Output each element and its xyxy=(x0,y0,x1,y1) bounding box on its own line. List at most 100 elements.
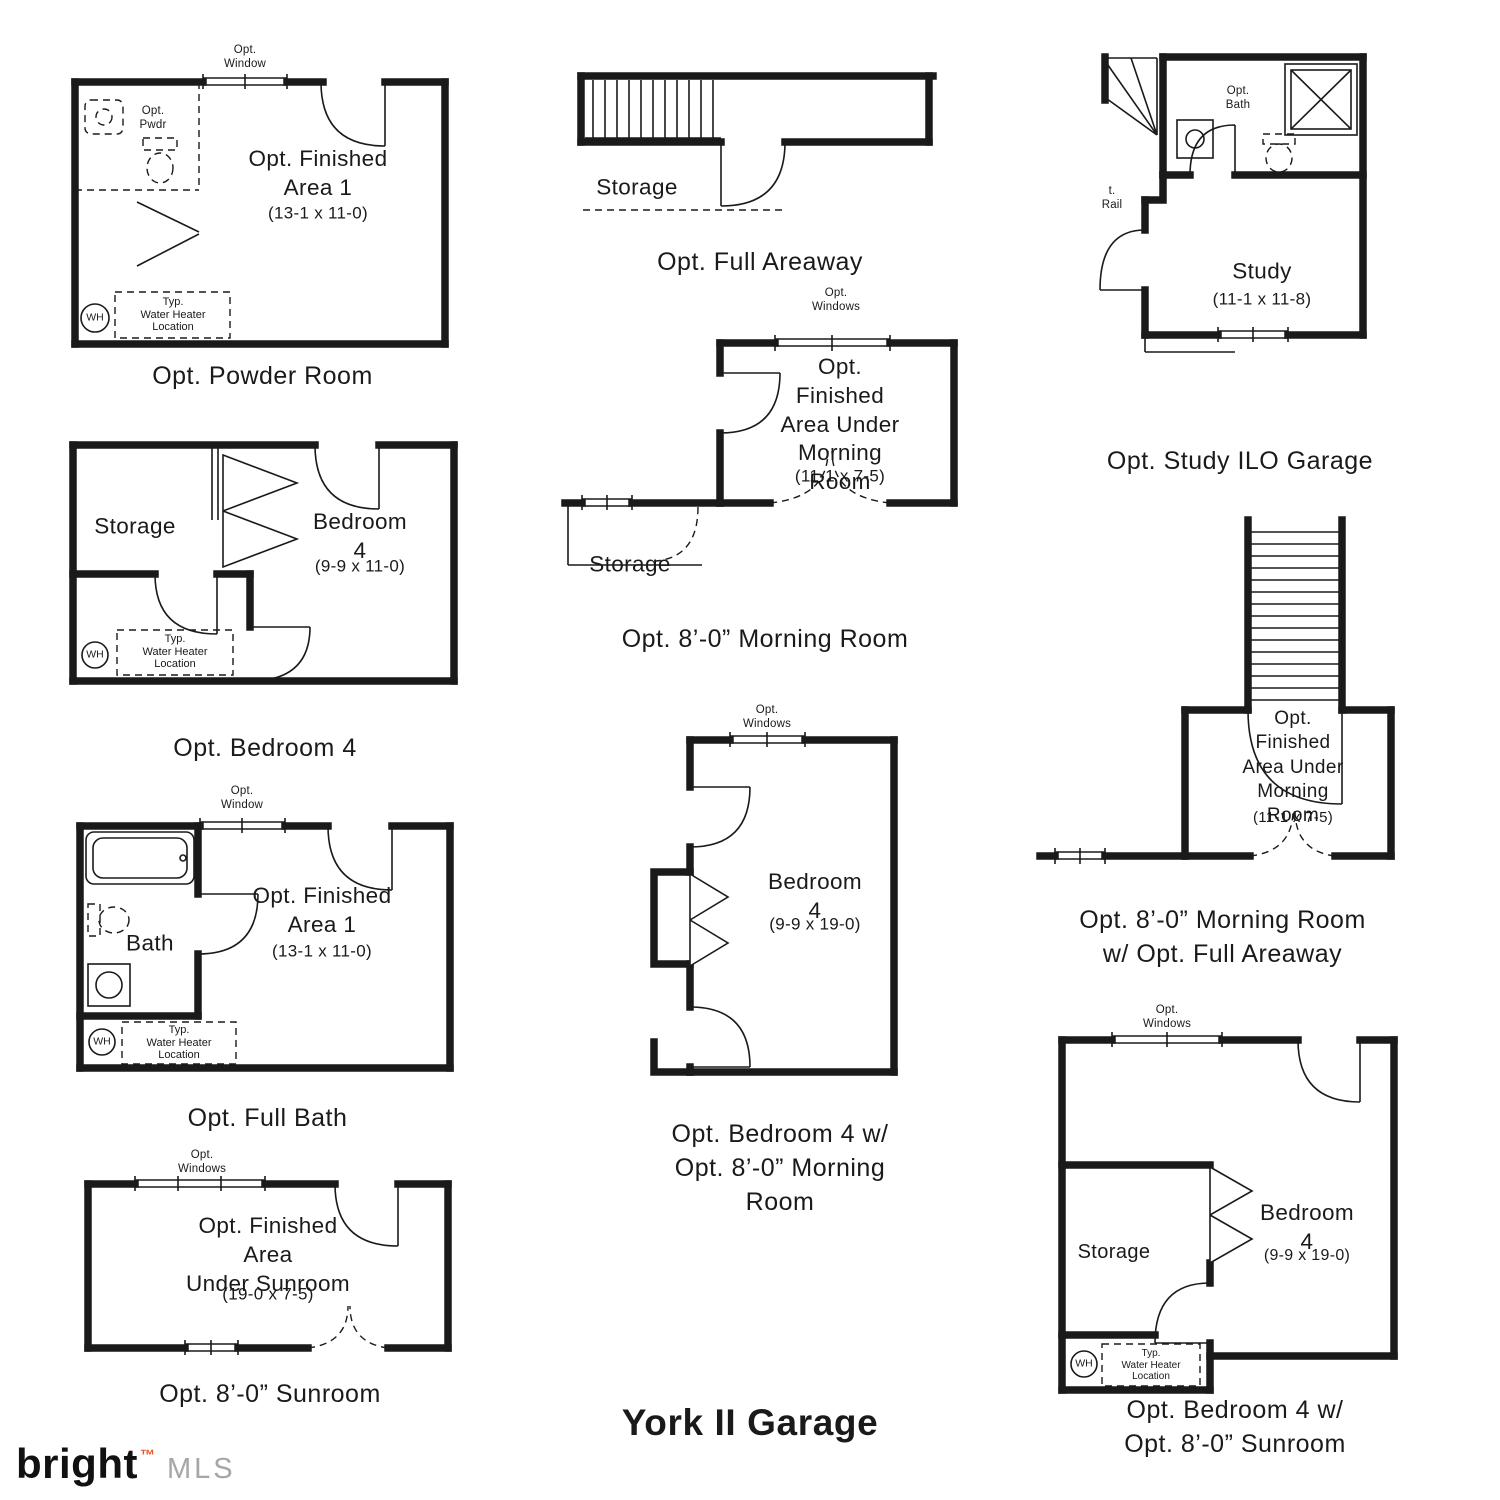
storage-label: Storage xyxy=(94,513,176,539)
tub xyxy=(85,831,195,885)
sheet-title-line1: York II Garage xyxy=(621,1401,879,1443)
floorplan-opt-full-areaway: Storage Opt. Full Areaway xyxy=(575,58,945,276)
water-heater-circle xyxy=(80,303,110,333)
optional-powder-fixtures xyxy=(75,82,231,339)
full-bath-caption: Opt. Full Bath xyxy=(187,1104,348,1132)
water-heater-box xyxy=(114,291,231,339)
room-dims: (19-0 x 7-5) xyxy=(222,1284,314,1304)
stair-treads xyxy=(592,80,714,138)
toilet xyxy=(1262,133,1296,173)
bedroom4-morning-drawing xyxy=(650,732,898,1076)
room-dims: (13-1 x 11-0) xyxy=(268,203,368,223)
walls xyxy=(650,736,898,1076)
sheet-title: York II Garage Lower Level Options xyxy=(490,1342,1010,1500)
room-dims: (9-9 x 11-0) xyxy=(314,556,406,576)
walls xyxy=(1036,516,1395,860)
room-label: Opt. Finished Area 1 xyxy=(248,146,388,200)
sunroom-caption: Opt. 8’-0” Sunroom xyxy=(159,1380,381,1408)
room-label: Opt. Finished Area 1 xyxy=(252,883,392,937)
closet-doors xyxy=(1209,1165,1254,1265)
room-label: Study xyxy=(1232,258,1292,284)
room-label: Bedroom 4 xyxy=(1259,1200,1355,1254)
room-label: Bedroom 4 xyxy=(312,509,408,563)
water-heater-circle xyxy=(88,1028,116,1056)
water-heater-note: Typ. Water Heater Location xyxy=(146,1024,212,1062)
opt-windows-note: Opt. Windows xyxy=(177,1148,227,1175)
windows-and-door xyxy=(567,335,891,566)
doors-and-closet xyxy=(81,444,380,682)
storage-label: Storage xyxy=(596,174,678,200)
floorplan-opt-powder-room: Opt. Window Opt. Pwdr Opt. Finished Area… xyxy=(65,42,460,392)
floorplan-opt-morning-room-areaway: Opt. Finished Area Under Morning Room (1… xyxy=(1035,516,1410,973)
toilet-bowl xyxy=(146,152,174,184)
powder-room-caption: Opt. Powder Room xyxy=(152,362,373,390)
wh-label: WH xyxy=(93,1035,111,1048)
closet-doors xyxy=(689,872,730,968)
bath-label: Bath xyxy=(126,930,174,956)
morning-room-drawing xyxy=(561,335,958,566)
full-areaway-drawing xyxy=(577,72,937,211)
washer xyxy=(87,963,131,1007)
room-label: Opt. Finished Area Under Morning Room xyxy=(1242,708,1344,827)
brand-footer: bright ™ MLS xyxy=(16,1440,236,1488)
bedroom4-sunroom-caption: Opt. Bedroom 4 w/ Opt. 8’-0” Sunroom xyxy=(1124,1396,1346,1458)
floorplan-opt-study: Opt. Bath t. Rail Study (11-1 x 11-8) Op… xyxy=(1095,40,1385,482)
bedroom4-drawing xyxy=(69,441,458,685)
toilet-bowl xyxy=(98,906,130,934)
morning-room-areaway-drawing xyxy=(1036,516,1395,864)
study-drawing xyxy=(1099,53,1367,353)
room-dims: (9-9 x 19-0) xyxy=(769,914,861,934)
stairs-door-window xyxy=(1054,531,1343,864)
storage-label: Storage xyxy=(589,551,671,577)
room-label: Bedroom 4 xyxy=(767,869,863,923)
rear-window xyxy=(1217,327,1289,342)
opt-bath-note: Opt. Bath xyxy=(1225,84,1251,111)
brand-tm: ™ xyxy=(139,1447,155,1464)
brand-mls: MLS xyxy=(166,1453,236,1485)
water-heater-box xyxy=(121,1021,237,1065)
room-dims: (13-1 x 11-0) xyxy=(272,941,372,961)
sunroom-drawing xyxy=(84,1176,452,1355)
toilet-tank xyxy=(87,903,101,937)
water-heater-note: Typ. Water Heater Location xyxy=(140,296,206,334)
walls xyxy=(76,822,454,1072)
sink xyxy=(84,99,124,135)
windows-and-door xyxy=(134,1176,399,1355)
wh-label: WH xyxy=(1075,1357,1093,1370)
water-heater-box xyxy=(1101,1343,1201,1387)
bedroom4-caption: Opt. Bedroom 4 xyxy=(173,734,357,762)
stairs-and-door xyxy=(585,80,786,207)
morning-room-areaway-caption: Opt. 8’-0” Morning Room w/ Opt. Full Are… xyxy=(1079,906,1366,968)
storage-boundary xyxy=(567,503,702,566)
bedroom4-morning-caption: Opt. Bedroom 4 w/ Opt. 8’-0” Morning Roo… xyxy=(671,1120,889,1216)
opt-window-note: Opt. Window xyxy=(223,43,267,70)
stair-treads xyxy=(1251,531,1339,701)
floorplan-opt-full-bath: Opt. Window Bath Opt. Finished Area 1 (1… xyxy=(70,782,465,1134)
sink xyxy=(1176,119,1214,159)
optional-openings xyxy=(655,450,891,562)
optional-openings xyxy=(307,1305,389,1349)
floorplan-opt-bedroom4: Storage Bedroom 4 (9-9 x 11-0) WH Typ. W… xyxy=(65,437,465,762)
walls xyxy=(71,78,449,348)
water-heater-circle xyxy=(1070,1350,1098,1378)
opt-window-note: Opt. Window xyxy=(220,784,264,811)
full-bath-drawing xyxy=(76,818,454,1072)
opt-windows-note: Opt. Windows xyxy=(742,703,792,730)
toilet-and-wh-box xyxy=(87,903,237,1065)
windows-doors-closet xyxy=(689,732,806,1068)
floorplan-opt-sunroom: Opt. Windows Opt. Finished Area Under Su… xyxy=(80,1148,460,1410)
doors-windows-fixtures xyxy=(1099,57,1358,353)
room-label: Opt. Finished Area Under Sunroom xyxy=(185,1212,351,1296)
study-caption: Opt. Study ILO Garage xyxy=(1106,447,1374,475)
room-dims: (11-1 x 7-5) xyxy=(1252,808,1334,826)
morning-room-caption: Opt. 8’-0” Morning Room xyxy=(621,625,909,653)
opt-windows-note: Opt. Windows xyxy=(1142,1003,1192,1030)
room-dims: (9-9 x 19-0) xyxy=(1263,1247,1351,1265)
rail-note: t. Rail xyxy=(1101,184,1123,211)
garage-step xyxy=(1144,335,1235,353)
walls xyxy=(84,1180,452,1352)
window-and-doors xyxy=(80,74,386,333)
walls xyxy=(1058,1036,1398,1394)
brand-logo: bright xyxy=(16,1440,138,1487)
